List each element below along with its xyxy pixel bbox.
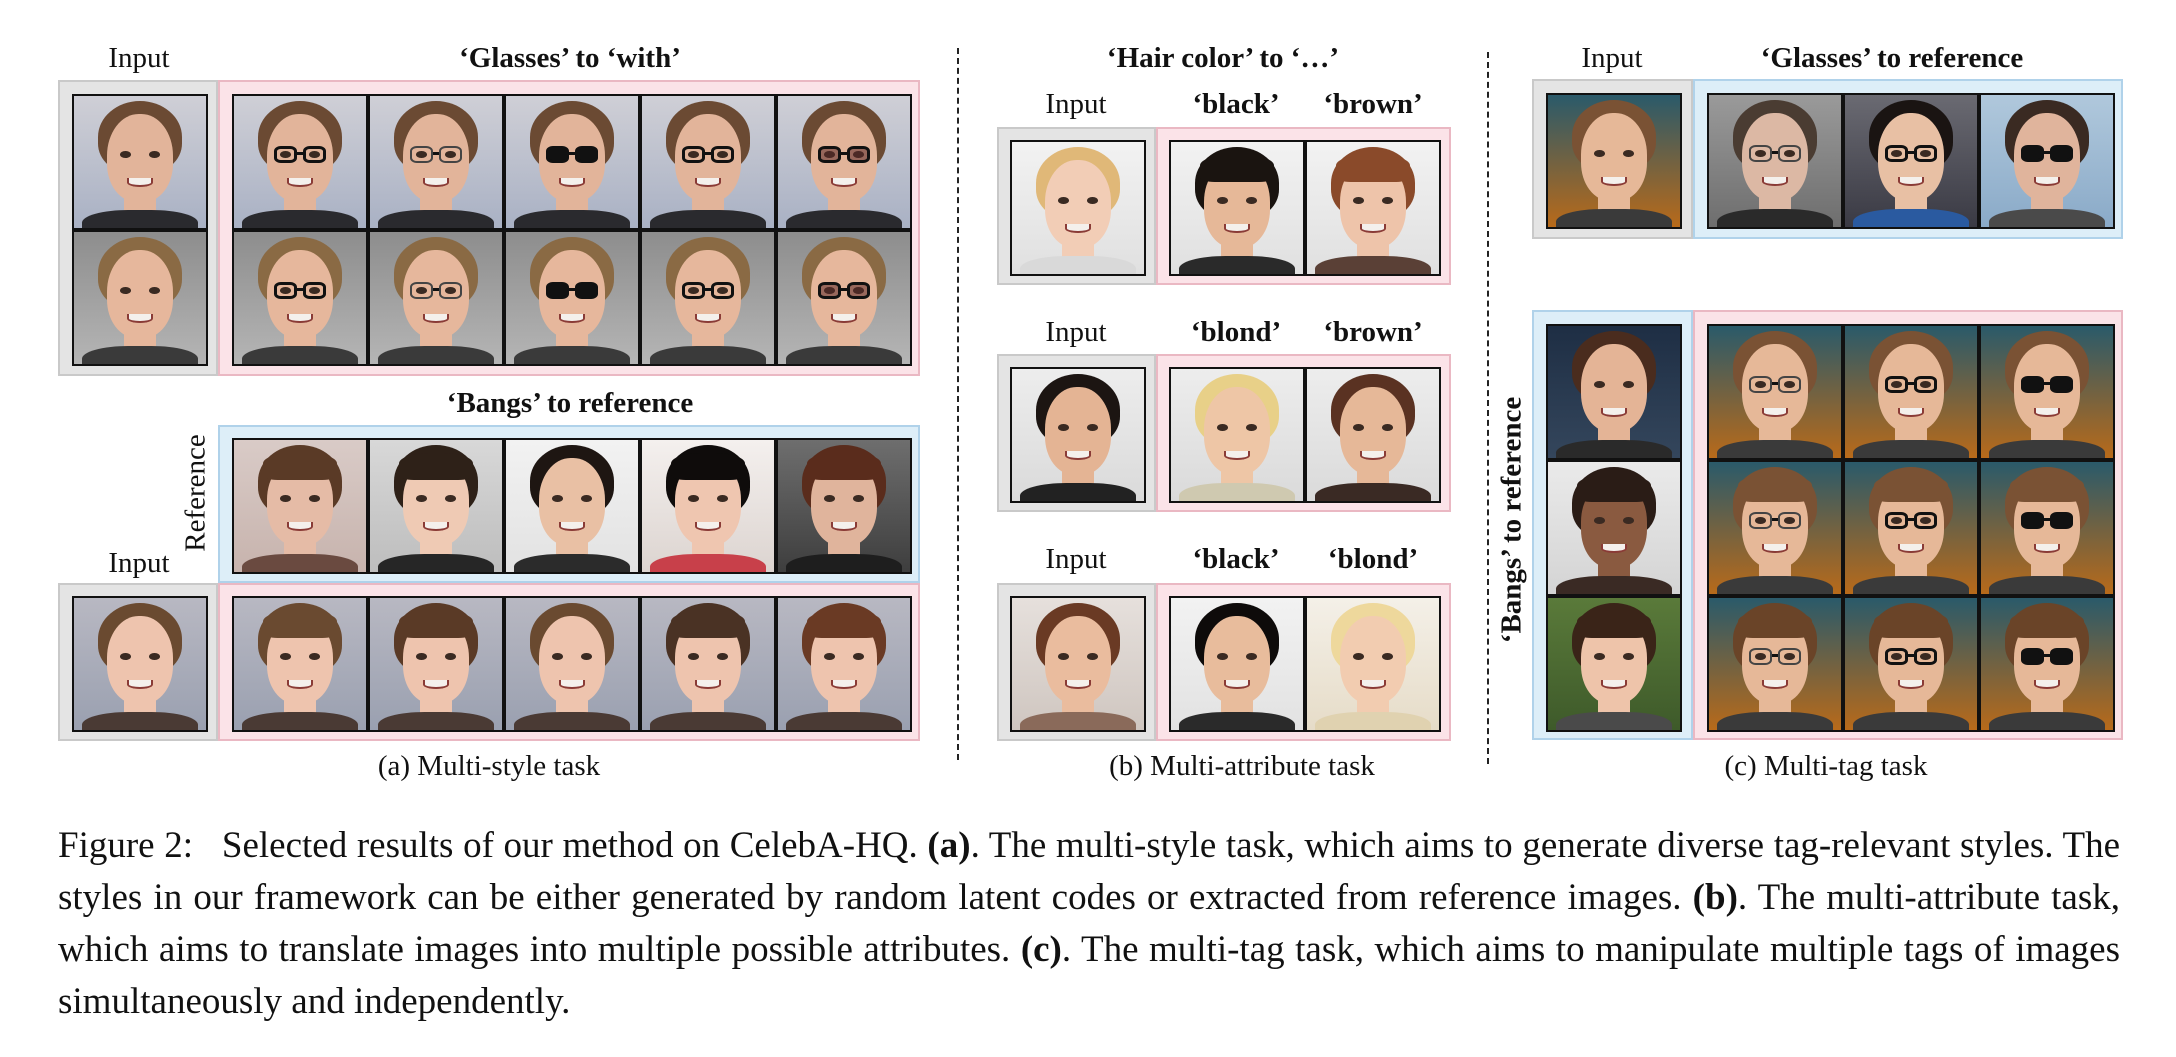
c-input-label: Input xyxy=(1581,42,1643,74)
face-image xyxy=(1305,140,1441,276)
b-row3-input-label: Input xyxy=(1045,543,1107,575)
face-image xyxy=(1305,367,1441,503)
b-row1-input-panel xyxy=(997,127,1156,285)
c-bangs-reference-panel xyxy=(1532,310,1693,740)
face-image xyxy=(1707,93,1843,229)
c-glasses-title: ‘Glasses’ to reference xyxy=(1760,42,2024,74)
a-bangs-results-panel xyxy=(218,583,920,741)
face-image xyxy=(776,596,912,732)
face-image xyxy=(72,230,208,366)
caption-sentence-2: . The multi-style task, which aims to ge… xyxy=(58,825,2121,918)
b-row3-results-panel xyxy=(1156,583,1451,741)
face-image xyxy=(232,230,368,366)
c-input-panel xyxy=(1532,79,1693,239)
caption-ref-b: (b) xyxy=(1692,877,1738,918)
face-image xyxy=(776,230,912,366)
b-row2-results-panel xyxy=(1156,354,1451,512)
a-input-label-2: Input xyxy=(108,547,170,579)
b-title: ‘Hair color’ to ‘…’ xyxy=(1106,42,1340,74)
face-image xyxy=(1546,460,1682,596)
face-image xyxy=(232,596,368,732)
face-image xyxy=(504,94,640,230)
face-image xyxy=(1843,460,1979,596)
face-image xyxy=(1169,596,1305,732)
face-image xyxy=(1979,596,2115,732)
face-image xyxy=(504,596,640,732)
b-row3-label-1: ‘black’ xyxy=(1192,543,1280,575)
b-row2-label-1: ‘blond’ xyxy=(1190,316,1282,348)
a-caption: (a) Multi-style task xyxy=(377,750,601,782)
face-image xyxy=(1707,596,1843,732)
b-row1-results-panel xyxy=(1156,127,1451,285)
face-image xyxy=(368,596,504,732)
face-image xyxy=(1169,140,1305,276)
b-row2-input-panel xyxy=(997,354,1156,512)
face-image xyxy=(1843,596,1979,732)
b-row3-label-2: ‘blond’ xyxy=(1327,543,1419,575)
face-image xyxy=(1707,324,1843,460)
a-input-panel xyxy=(58,80,218,376)
b-row2-label-2: ‘brown’ xyxy=(1323,316,1423,348)
caption-ref-c: (c) xyxy=(1020,929,1062,970)
caption-sentence-3: . The multi-attribute task, which aims t… xyxy=(58,877,2120,970)
face-image xyxy=(640,94,776,230)
c-glasses-reference-panel xyxy=(1693,79,2123,239)
a-reference-label: Reference xyxy=(179,434,212,552)
face-image xyxy=(1979,93,2115,229)
caption-sentence-4: . The multi-tag task, which aims to mani… xyxy=(58,929,2120,1022)
face-image xyxy=(368,438,504,574)
face-image xyxy=(776,438,912,574)
face-image xyxy=(640,596,776,732)
face-image xyxy=(72,596,208,732)
face-image xyxy=(776,94,912,230)
face-image xyxy=(1707,460,1843,596)
caption-ref-a: (a) xyxy=(927,825,971,866)
a-reference-panel xyxy=(218,425,920,583)
section-divider xyxy=(957,48,959,760)
a-glasses-title: ‘Glasses’ to ‘with’ xyxy=(459,42,681,74)
face-image xyxy=(640,438,776,574)
b-row2-input-label: Input xyxy=(1045,316,1107,348)
face-image xyxy=(1010,596,1146,732)
face-image xyxy=(1546,324,1682,460)
face-image xyxy=(640,230,776,366)
face-image xyxy=(1546,596,1682,732)
a-input-label: Input xyxy=(108,42,170,74)
caption-sentence-1: Selected results of our method on CelebA… xyxy=(221,825,918,866)
face-image xyxy=(368,94,504,230)
c-caption: (c) Multi-tag task xyxy=(1724,750,1928,782)
b-row1-label-2: ‘brown’ xyxy=(1323,88,1423,120)
face-image xyxy=(1979,324,2115,460)
face-image xyxy=(1169,367,1305,503)
a-input-panel-2 xyxy=(58,583,218,741)
face-image xyxy=(232,94,368,230)
b-row3-input-panel xyxy=(997,583,1156,741)
face-image xyxy=(232,438,368,574)
a-glasses-results-panel xyxy=(218,80,920,376)
c-bangs-label: ‘Bangs’ to reference xyxy=(1495,396,1528,644)
section-divider xyxy=(1487,52,1489,764)
b-caption: (b) Multi-attribute task xyxy=(1109,750,1375,782)
a-bangs-title: ‘Bangs’ to reference xyxy=(446,387,694,419)
face-image xyxy=(504,438,640,574)
figure-label: Figure 2: xyxy=(58,825,194,866)
face-image xyxy=(368,230,504,366)
face-image xyxy=(1843,324,1979,460)
face-image xyxy=(1305,596,1441,732)
face-image xyxy=(1979,460,2115,596)
b-row1-input-label: Input xyxy=(1045,88,1107,120)
figure-caption: Figure 2: Selected results of our method… xyxy=(58,820,2120,1028)
c-results-grid xyxy=(1693,310,2123,740)
face-image xyxy=(1546,93,1682,229)
face-image xyxy=(1843,93,1979,229)
face-image xyxy=(72,94,208,230)
face-image xyxy=(1010,367,1146,503)
b-row1-label-1: ‘black’ xyxy=(1192,88,1280,120)
face-image xyxy=(1010,140,1146,276)
face-image xyxy=(504,230,640,366)
